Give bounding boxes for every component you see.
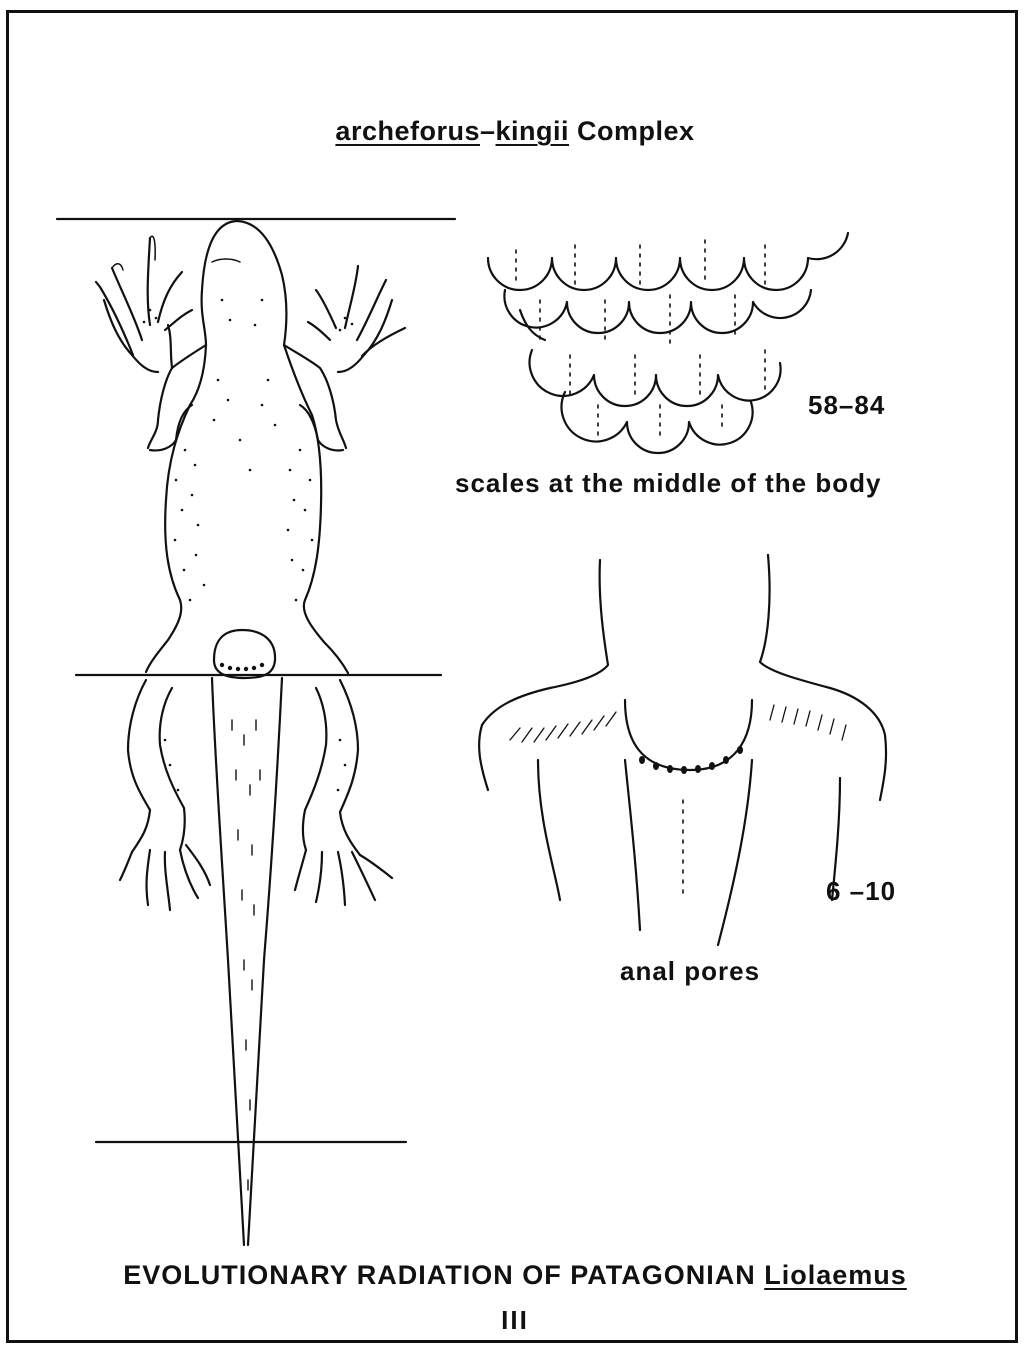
footer-genus: Liolaemus: [764, 1260, 907, 1290]
scale-count: 58–84: [808, 390, 885, 421]
scales-caption: scales at the middle of the body: [455, 468, 881, 499]
lizard-drawing: [96, 221, 405, 1245]
footer-text: EVOLUTIONARY RADIATION OF PATAGONIAN: [123, 1260, 756, 1290]
scales-diagram: [488, 233, 848, 453]
footer-title: EVOLUTIONARY RADIATION OF PATAGONIAN Lio…: [0, 1260, 1030, 1291]
plate-number: III: [0, 1305, 1030, 1336]
pore-count: 6 –10: [826, 876, 896, 907]
anal-pores-diagram: [479, 555, 886, 945]
pores-caption: anal pores: [620, 956, 760, 987]
